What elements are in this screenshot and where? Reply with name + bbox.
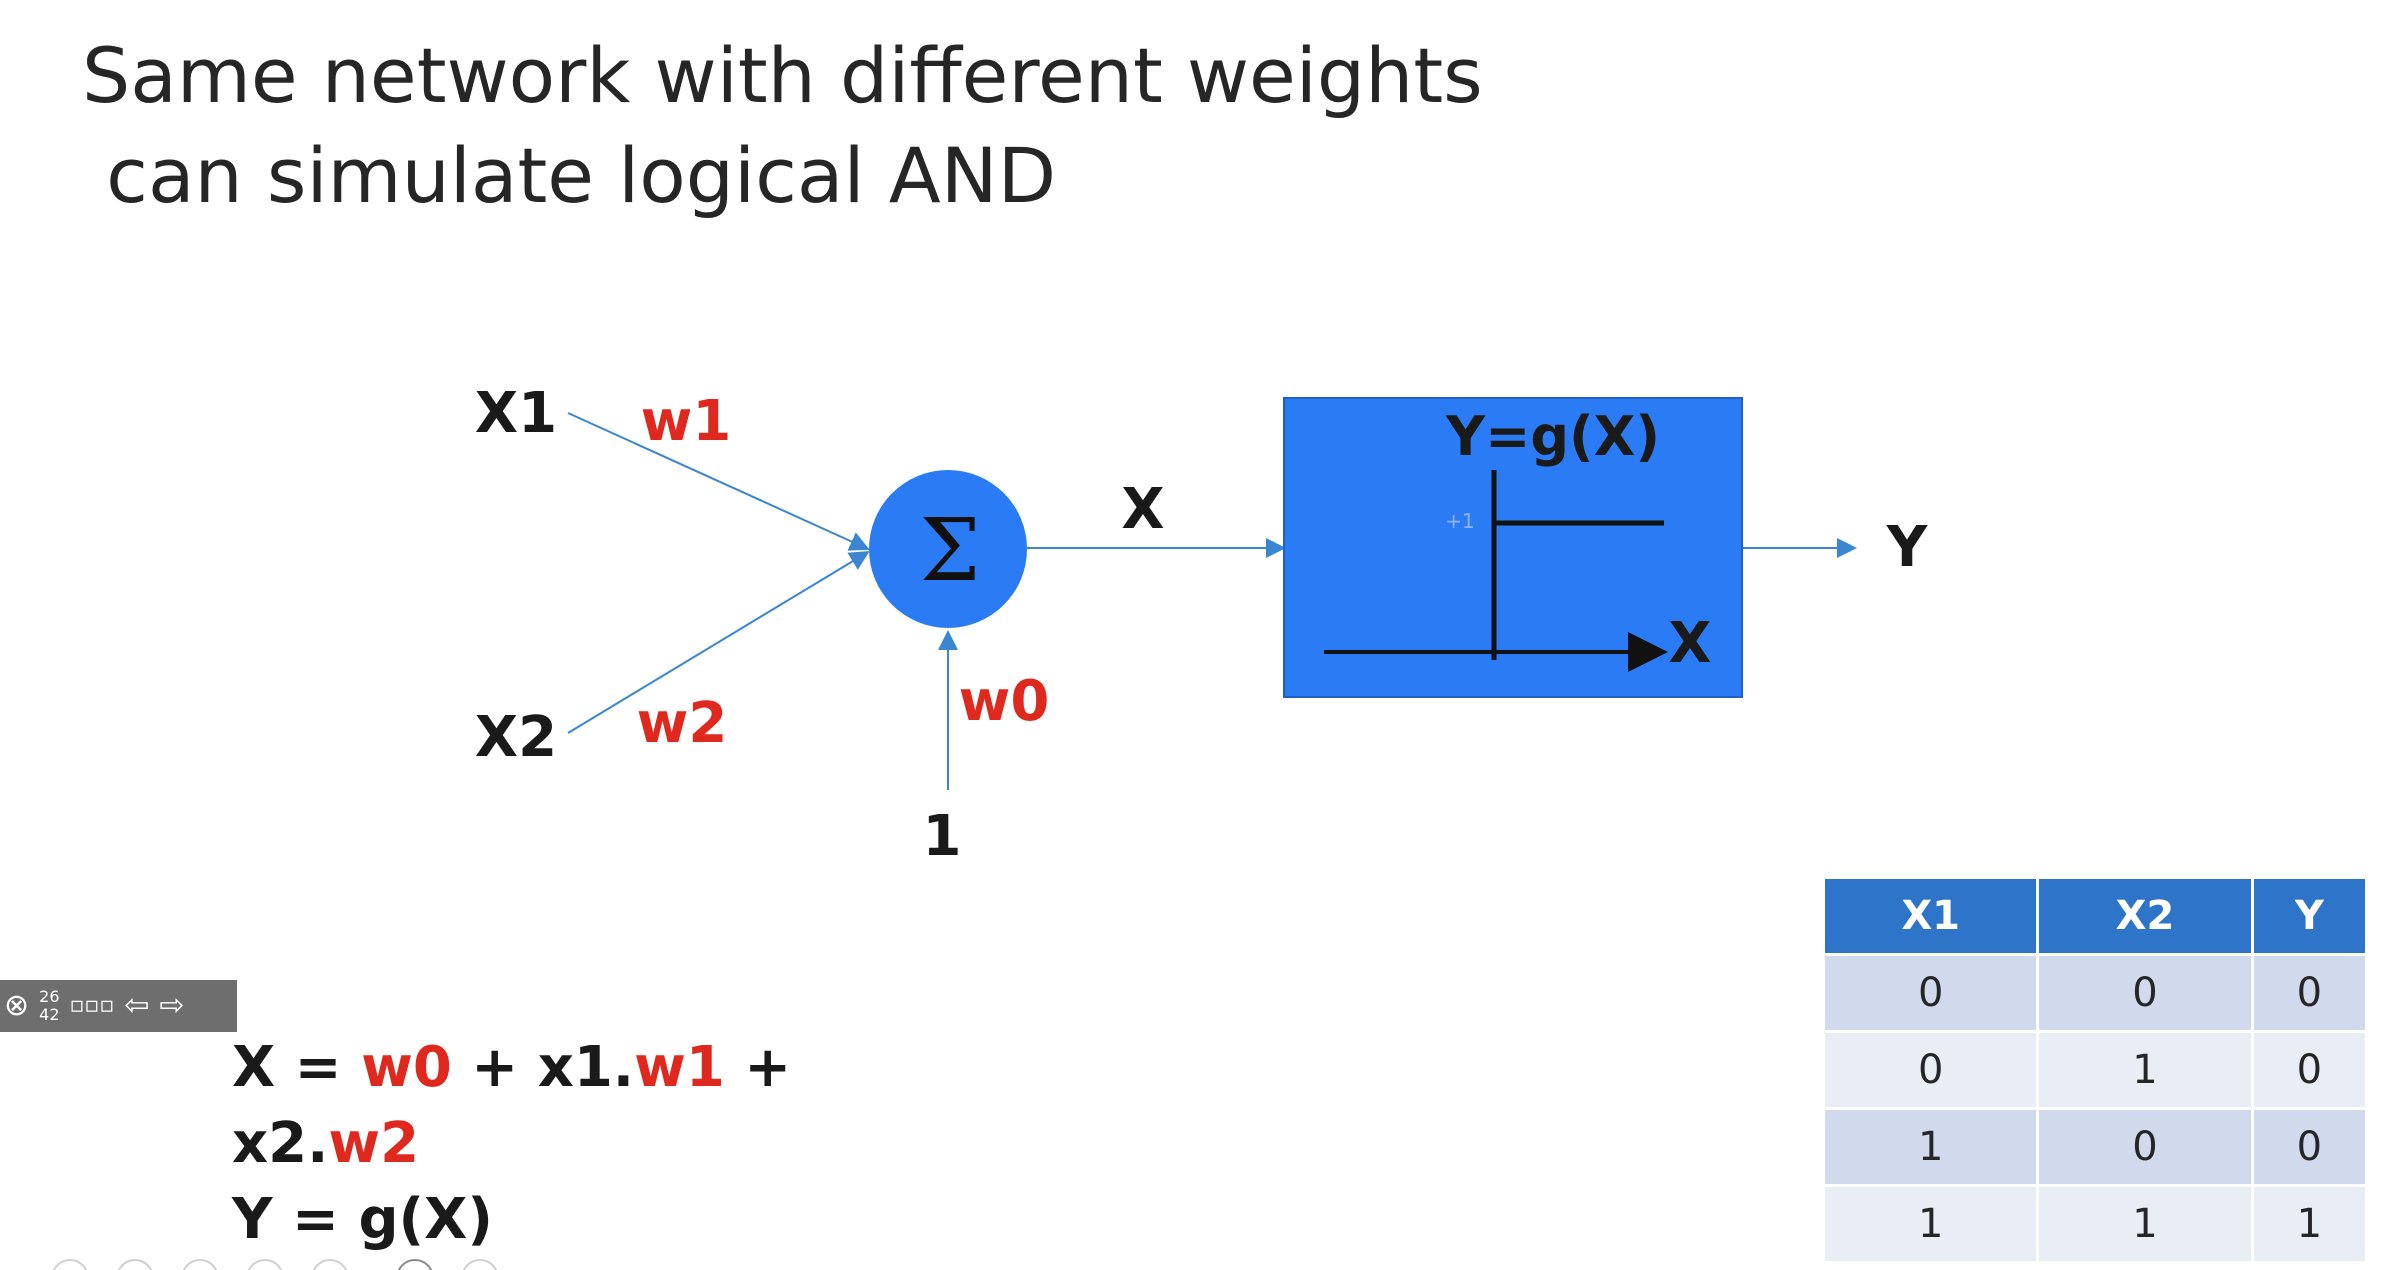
- title-line-1: Same network with different weights: [82, 31, 1483, 120]
- weight-w1-label: w1: [641, 389, 732, 454]
- formula-line-3: Y = g(X): [232, 1187, 493, 1252]
- pager-dot-active[interactable]: [397, 1259, 433, 1270]
- slide-current: 26: [39, 987, 60, 1006]
- formula-w0: w0: [361, 1035, 452, 1100]
- pager-dot[interactable]: [312, 1259, 348, 1270]
- sum-symbol: Σ: [920, 501, 981, 601]
- table-cell: 1: [2250, 1184, 2369, 1264]
- formula-line-2: x2.w2: [232, 1106, 791, 1182]
- edge-x2-to-sum: [567, 550, 870, 734]
- edge-x1-to-sum: [567, 412, 870, 551]
- table-cell: 0: [2036, 953, 2254, 1033]
- pager-dot[interactable]: [182, 1259, 218, 1270]
- summation-node: [869, 470, 1027, 628]
- formula-text: + x1.: [451, 1035, 635, 1100]
- slide-counter: 26 42: [39, 988, 59, 1024]
- table-row: 1 1 1: [1821, 1184, 2369, 1264]
- table-row: 0 1 0: [1821, 1030, 2369, 1110]
- input-x1-label: X1: [475, 381, 557, 446]
- table-header-x1: X1: [1821, 876, 2040, 956]
- pager-dot[interactable]: [247, 1259, 283, 1270]
- table-row: 1 0 0: [1821, 1107, 2369, 1187]
- table-cell: 0: [2250, 1107, 2369, 1187]
- table-cell: 1: [2036, 1030, 2254, 1110]
- activation-function-label: Y=g(X): [1445, 405, 1660, 468]
- pager-dot[interactable]: [52, 1259, 88, 1270]
- formula-w1: w1: [634, 1035, 725, 1100]
- formula-block: X = w0 + x1.w1 + x2.w2 Y = g(X): [232, 1030, 791, 1258]
- formula-text: x2.: [232, 1111, 329, 1176]
- table-header-x2: X2: [2036, 876, 2254, 956]
- title-line-2: can simulate logical AND: [82, 131, 1057, 220]
- output-y-label: Y: [1886, 515, 1929, 580]
- formula-line-1: X = w0 + x1.w1 +: [232, 1030, 791, 1106]
- table-cell: 0: [2250, 953, 2369, 1033]
- pager-dot[interactable]: [462, 1259, 498, 1270]
- truth-table: X1 X2 Y 0 0 0 0 1 0 1 0 0 1 1 1: [1821, 876, 2369, 1264]
- slide-toolbar: ⊗ 26 42 ▫▫▫ ⇦ ⇨: [0, 980, 237, 1032]
- formula-text: X =: [232, 1035, 362, 1100]
- table-cell: 1: [1821, 1184, 2040, 1264]
- next-slide-icon[interactable]: ⇨: [159, 988, 185, 1023]
- previous-slide-icon[interactable]: ⇦: [124, 988, 150, 1023]
- slide-title: Same network with different weights can …: [82, 26, 1483, 226]
- step-x-axis-label: X: [1668, 611, 1711, 676]
- table-cell: 0: [1821, 953, 2040, 1033]
- table-header-row: X1 X2 Y: [1821, 876, 2369, 956]
- table-cell: 0: [1821, 1030, 2040, 1110]
- formula-text: +: [724, 1035, 792, 1100]
- weight-w2-label: w2: [637, 691, 728, 756]
- bias-input-label: 1: [923, 804, 962, 869]
- table-cell: 0: [2036, 1107, 2254, 1187]
- table-row: 0 0 0: [1821, 953, 2369, 1033]
- input-x2-label: X2: [475, 705, 557, 770]
- step-plus-one-label: +1: [1445, 509, 1474, 533]
- table-cell: 0: [2250, 1030, 2369, 1110]
- table-cell: 1: [2036, 1184, 2254, 1264]
- formula-w2: w2: [328, 1111, 420, 1176]
- more-options-icon[interactable]: ▫▫▫: [69, 993, 115, 1018]
- slide-total: 42: [39, 1005, 60, 1024]
- table-header-y: Y: [2250, 876, 2369, 956]
- weight-w0-label: w0: [959, 669, 1050, 734]
- table-cell: 1: [1821, 1107, 2040, 1187]
- sum-output-x-label: X: [1121, 477, 1164, 542]
- close-icon[interactable]: ⊗: [4, 988, 30, 1023]
- slide-pager-dots: [52, 1259, 498, 1270]
- pager-dot[interactable]: [117, 1259, 153, 1270]
